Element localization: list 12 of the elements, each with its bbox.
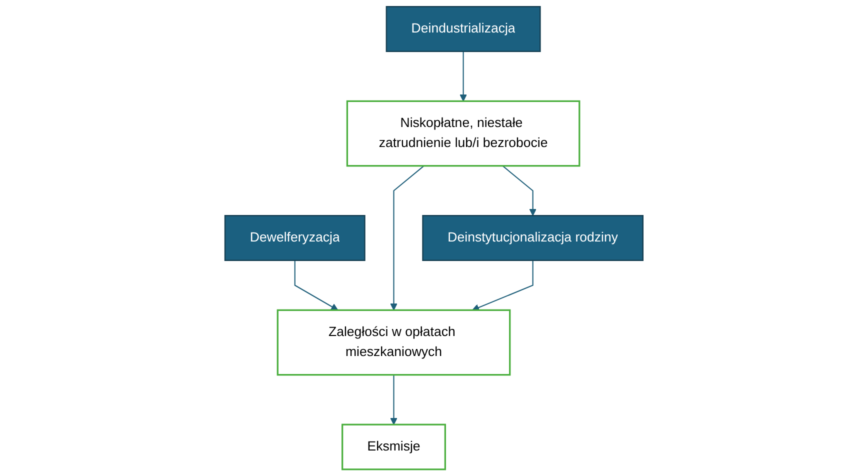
arrow — [294, 260, 338, 310]
arrow — [390, 374, 398, 425]
node-box: Deindustrializacja — [386, 6, 541, 52]
node-box: Niskopłatne, niestałe zatrudnienie lub/i bezrobocie — [346, 100, 580, 167]
node-box: Zaległości w opłatach mieszkaniowych — [276, 309, 511, 376]
arrow — [502, 165, 537, 216]
node-box: Deinstytucjonalizacja rodziny — [422, 214, 644, 262]
arrow — [390, 165, 424, 310]
node-box: Eksmisje — [342, 424, 446, 470]
arrow — [472, 260, 534, 312]
arrow — [460, 51, 467, 102]
node-box: Dewelferyzacja — [224, 214, 366, 262]
